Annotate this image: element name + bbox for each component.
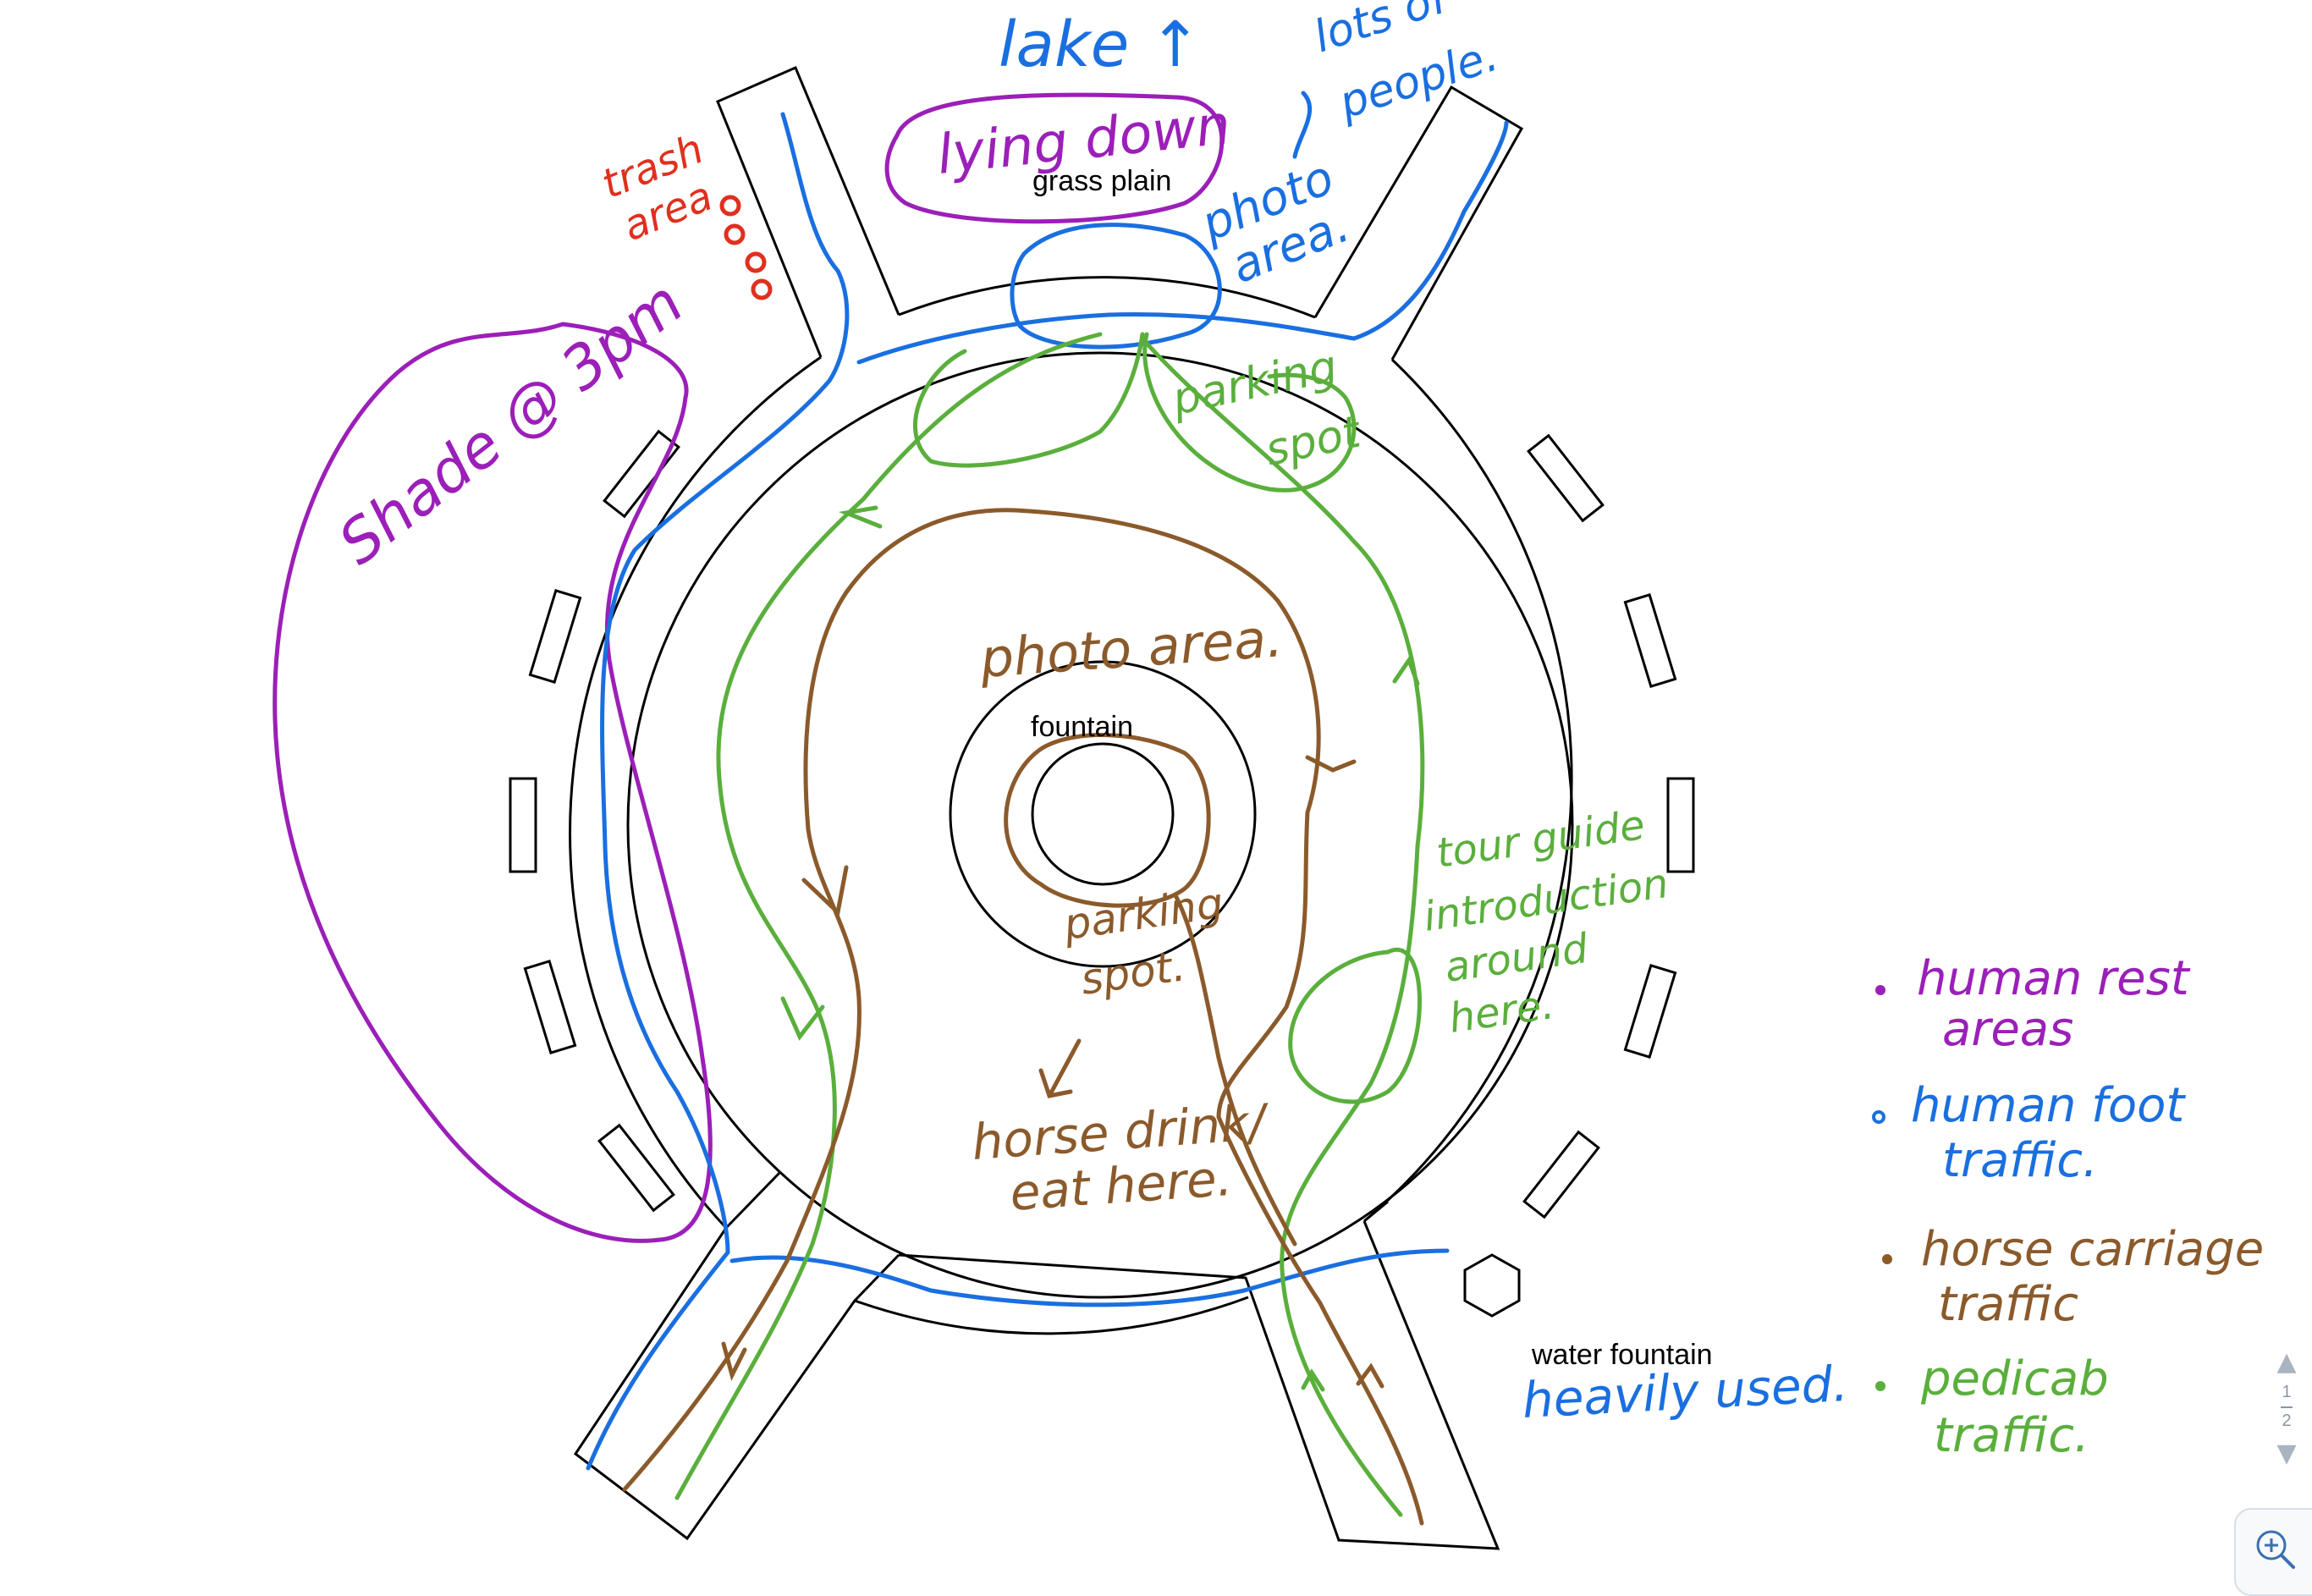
outer-ring-right: [1363, 358, 1573, 1223]
label-fountain: fountain: [1031, 711, 1133, 743]
horse-arrow: [801, 865, 849, 916]
bench: [1527, 433, 1605, 523]
pedicab-tour-loop: [1288, 947, 1422, 1104]
label-parking-center: parking: [1060, 878, 1226, 949]
horse-carriage-traffic: [622, 508, 1424, 1526]
label-parking-top: parking: [1167, 341, 1341, 426]
rest-area-lying-down: [884, 92, 1225, 224]
pedicab-traffic: [674, 332, 1425, 1517]
trash-bin-icon: [745, 251, 767, 273]
label-water-fountain: water fountain: [1531, 1339, 1713, 1371]
bench: [523, 960, 577, 1054]
page-scrubber[interactable]: ▲ 1 2 ▼: [2270, 1347, 2304, 1471]
foot-traffic: [586, 91, 1509, 1471]
legend-dot: [1872, 1110, 1885, 1124]
legend-dot: [1882, 1254, 1892, 1264]
legend-item-pedicab: pedicab traffic.: [1875, 1351, 2109, 1463]
pedicab-loop-right: [1140, 336, 1425, 1517]
legend-item-horse: horse carriage traffic: [1882, 1222, 2264, 1332]
water-fountain-icon: [1463, 1253, 1521, 1318]
labels: lake ↑ lots of people. lying down grass …: [326, 0, 1849, 1429]
foot-arrow-people: [1292, 91, 1313, 159]
fountain-outer: [949, 660, 1257, 968]
triangle-up-icon[interactable]: ▲: [2276, 1347, 2297, 1377]
foot-path-top: [856, 120, 1509, 365]
bench: [597, 1123, 675, 1213]
legend-item-foot: human foot traffic.: [1872, 1078, 2186, 1188]
bench: [528, 589, 582, 684]
label-grass-plain: grass plain: [1032, 165, 1171, 197]
legend-item-rest: human rest areas: [1875, 951, 2191, 1057]
horse-loop-left: [622, 590, 861, 1492]
pedicab-loop-top-left: [913, 332, 1145, 468]
outer-ring-left: [569, 355, 822, 1230]
page-current: 1: [2282, 1383, 2292, 1401]
path-top-right: [1313, 85, 1524, 360]
bench: [509, 777, 537, 873]
page-divider: [2281, 1406, 2293, 1408]
rest-areas: [272, 92, 1225, 1243]
legend-rest-line1: human rest: [1917, 951, 2191, 1006]
legend-dot: [1875, 1381, 1885, 1391]
pedicab-arrow: [780, 996, 825, 1041]
horse-arrow: [1305, 755, 1357, 773]
path-bottom-left-edge: [724, 1170, 782, 1230]
rest-area-shade: [272, 322, 713, 1243]
label-lake: lake ↑: [999, 8, 1202, 81]
legend-rest-line2: areas: [1942, 1002, 2073, 1057]
foot-path-left: [586, 112, 850, 1471]
outer-ring-bottom: [854, 1296, 1249, 1335]
outer-ring-top: [898, 276, 1316, 319]
page-total: 2: [2282, 1412, 2292, 1430]
zoom-in-icon: [2256, 1530, 2295, 1569]
bench: [1666, 777, 1695, 873]
legend-pedicab-line2: traffic.: [1934, 1408, 2089, 1463]
triangle-down-icon[interactable]: ▼: [2276, 1439, 2297, 1468]
bench: [1623, 593, 1677, 688]
pedicab-parking-loop: [1142, 332, 1357, 493]
horse-fountain-loop: [1004, 733, 1211, 908]
legend-dot: [1875, 985, 1885, 995]
pedicab-arrow: [838, 505, 883, 529]
trash-bins: [719, 195, 773, 300]
zoom-button[interactable]: [2234, 1508, 2312, 1596]
label-parking-top-2: spot: [1261, 406, 1366, 476]
fountain-inner: [1031, 742, 1175, 886]
path-bottom-left: [573, 1227, 900, 1541]
bench: [1522, 1130, 1600, 1219]
horse-loop-main: [844, 508, 1424, 1526]
trash-bin-icon: [719, 195, 741, 217]
trash-bin-icon: [724, 223, 746, 245]
trash-bin-icon: [751, 278, 773, 300]
plaza-outline: [509, 66, 1695, 1550]
path-top-left: [716, 66, 900, 358]
label-shade: Shade @ 3pm: [326, 268, 696, 579]
horse-arrow: [1356, 1362, 1384, 1389]
legend-foot-line1: human foot: [1911, 1078, 2186, 1133]
legend-pedicab-line1: pedicab: [1920, 1351, 2109, 1406]
legend: human rest areas human foot traffic. hor…: [1872, 951, 2264, 1463]
pedicab-arrow: [1301, 1368, 1325, 1392]
horse-arrow: [721, 1341, 747, 1381]
path-bottom-center: [898, 1220, 1500, 1550]
label-photo-center: photo area.: [977, 607, 1285, 690]
bench: [1623, 964, 1677, 1059]
legend-horse-line1: horse carriage: [1921, 1222, 2264, 1277]
pedicab-loop-left: [674, 332, 1103, 1500]
horse-to-parking: [1174, 894, 1297, 1247]
horse-drink-arrow: [1038, 1038, 1082, 1098]
label-parking-center-2: spot.: [1078, 941, 1189, 1004]
legend-foot-line2: traffic.: [1942, 1133, 2098, 1188]
legend-horse-line2: traffic: [1938, 1277, 2078, 1332]
inner-ring: [626, 351, 1574, 1299]
pedicab-arrow: [1392, 655, 1420, 686]
foot-path-bottom: [729, 1248, 1450, 1307]
path-bottom-right-edge: [1363, 1200, 1389, 1223]
foot-path-photo-area: [1010, 223, 1222, 349]
label-tour-guide-4: here.: [1446, 981, 1557, 1043]
